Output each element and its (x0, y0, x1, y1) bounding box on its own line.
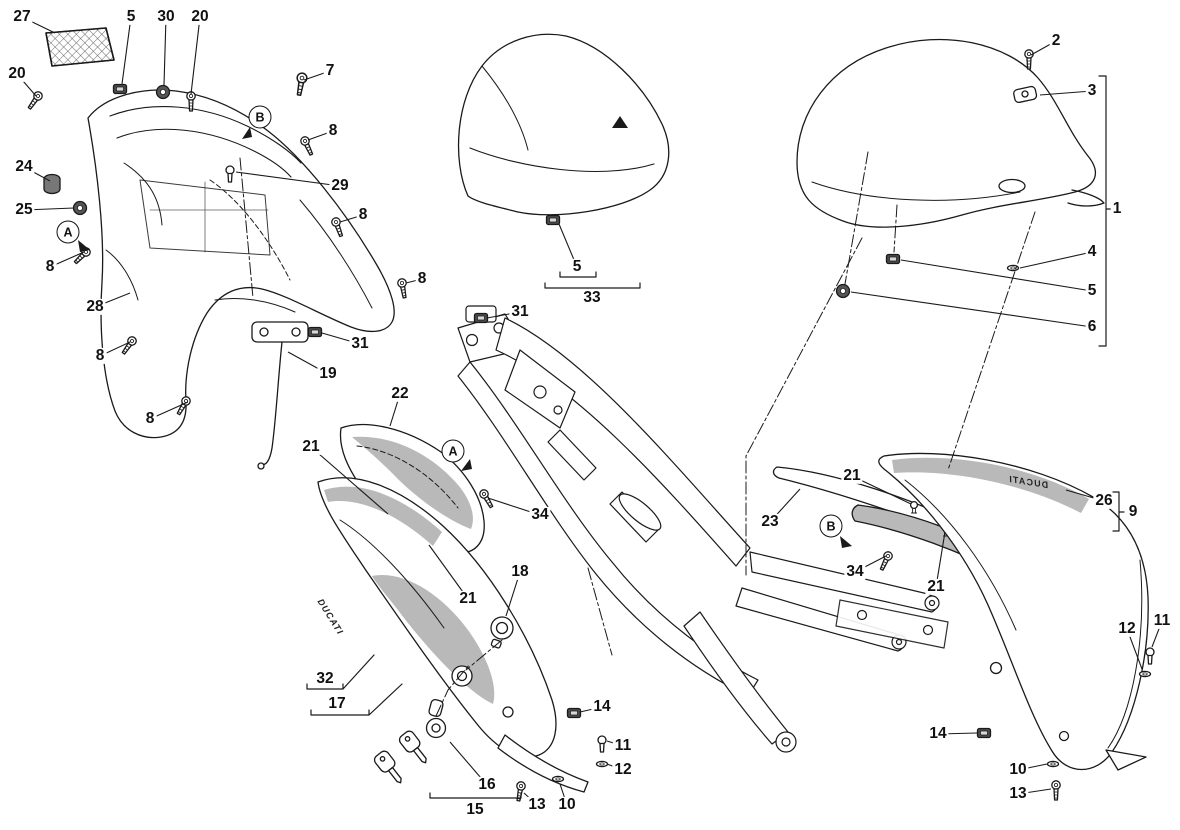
brand-decal-right: DUCATI (1007, 473, 1050, 491)
callout-18: 18 (509, 562, 531, 581)
leader-line-21 (310, 446, 389, 515)
leader-line-4 (1019, 251, 1093, 269)
callout-10: 10 (556, 795, 578, 814)
callout-23: 23 (759, 512, 781, 531)
leader-line-21 (935, 531, 946, 588)
view-marker-A: A (56, 220, 80, 244)
brackets (306, 75, 1125, 799)
callout-33: 33 (581, 288, 603, 307)
callout-5: 5 (124, 7, 138, 26)
callout-11: 11 (1151, 611, 1173, 630)
callout-6: 6 (1085, 317, 1099, 336)
callout-9: 9 (1126, 502, 1140, 521)
callout-5: 5 (1085, 281, 1099, 300)
clamp-3 (1013, 85, 1038, 104)
callout-31: 31 (349, 334, 371, 353)
latch-19 (251, 321, 309, 470)
side-panel-17 (317, 477, 589, 793)
callout-5: 5 (570, 257, 584, 276)
callout-16: 16 (476, 775, 498, 794)
callout-20: 20 (189, 7, 211, 26)
callout-31: 31 (509, 302, 531, 321)
part-24 (43, 173, 61, 195)
callout-2: 2 (1049, 31, 1063, 50)
view-marker-A: A (441, 439, 465, 463)
callout-29: 29 (329, 176, 351, 195)
callout-11: 11 (612, 736, 634, 755)
key-1 (373, 750, 402, 784)
leader-line-21 (428, 544, 469, 600)
callout-13: 13 (1007, 784, 1029, 803)
callout-8: 8 (43, 257, 57, 276)
callout-24: 24 (13, 157, 35, 176)
callout-26: 26 (1093, 491, 1115, 510)
lock-set (373, 616, 514, 784)
view-arrows (78, 127, 852, 548)
leader-line-6 (850, 291, 1093, 328)
callout-1: 1 (1110, 199, 1124, 218)
callout-22: 22 (389, 384, 411, 403)
leader-line-20 (190, 16, 201, 95)
callout-32: 32 (314, 669, 336, 688)
construction-lines (239, 151, 1036, 717)
callout-27: 27 (11, 7, 33, 26)
callout-21: 21 (457, 589, 479, 608)
leader-line-29 (235, 171, 341, 187)
leader-line-30 (163, 16, 167, 86)
callout-13: 13 (526, 795, 548, 814)
brand-decal-left: DUCATI (315, 597, 346, 637)
callout-14: 14 (591, 697, 613, 716)
mesh-pad-27 (45, 27, 115, 67)
lock-barrel-16 (425, 698, 447, 739)
callout-25: 25 (13, 200, 35, 219)
leader-line-5 (900, 259, 1093, 292)
callout-21: 21 (925, 577, 947, 596)
callout-34: 34 (529, 505, 551, 524)
callout-15: 15 (464, 800, 486, 819)
callout-10: 10 (1007, 760, 1029, 779)
callout-8: 8 (326, 121, 340, 140)
tail-fairing-28 (87, 89, 395, 439)
callout-7: 7 (323, 61, 337, 80)
side-panel-9 (878, 452, 1149, 771)
key-2 (398, 730, 427, 764)
callout-12: 12 (1116, 619, 1138, 638)
callout-12: 12 (612, 760, 634, 779)
callout-8: 8 (415, 269, 429, 288)
callout-14: 14 (927, 724, 949, 743)
lock-cylinder-18 (490, 616, 514, 649)
leader-line-8 (149, 401, 189, 420)
callout-17: 17 (326, 694, 348, 713)
callout-8: 8 (93, 346, 107, 365)
seat-33 (457, 33, 670, 216)
callout-8: 8 (143, 409, 157, 428)
leader-line-5 (121, 16, 132, 85)
callout-20: 20 (6, 64, 28, 83)
callout-28: 28 (84, 297, 106, 316)
callout-4: 4 (1085, 242, 1099, 261)
leader-line-3 (1039, 90, 1093, 96)
callout-30: 30 (155, 7, 177, 26)
subframe (457, 305, 949, 753)
callout-34: 34 (844, 562, 866, 581)
view-marker-B: B (248, 105, 272, 129)
seat-cowl-1 (796, 38, 1105, 228)
view-marker-B: B (819, 514, 843, 538)
callout-19: 19 (317, 364, 339, 383)
callout-8: 8 (356, 205, 370, 224)
callout-21: 21 (300, 437, 322, 456)
callout-21: 21 (841, 466, 863, 485)
callout-3: 3 (1085, 81, 1099, 100)
